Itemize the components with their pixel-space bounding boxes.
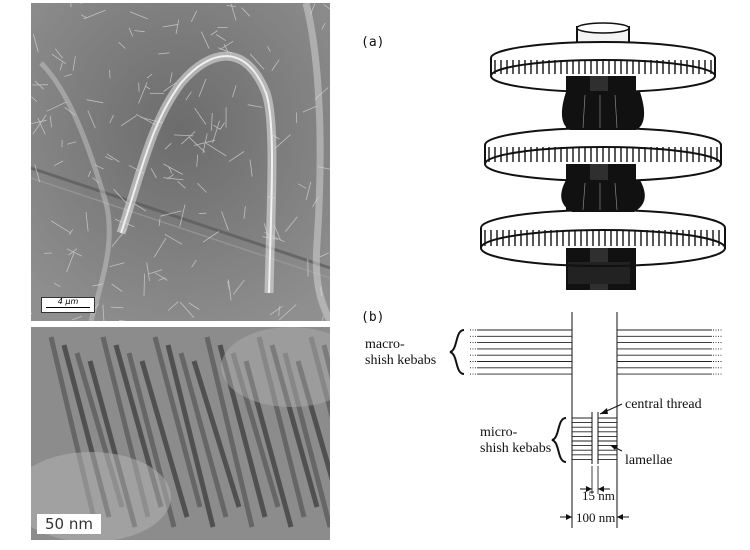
scale-bar-4um: 4 μm bbox=[41, 297, 95, 313]
central-thread-label: central thread bbox=[625, 397, 702, 412]
macro-lamellae-lines bbox=[470, 329, 722, 375]
dimension-100nm: 100 nm bbox=[575, 510, 617, 526]
micrograph-shish-kebab-closeup: 50 nm bbox=[31, 327, 330, 540]
micro-shish-kebab bbox=[572, 412, 617, 464]
scale-bar-4um-label: 4 μm bbox=[57, 297, 79, 306]
kebab-disc-3 bbox=[480, 209, 726, 267]
micro-label-1: micro- bbox=[480, 425, 518, 440]
micrograph-shish-kebab-overview: 4 μm bbox=[31, 3, 330, 321]
macro-label-1: macro- bbox=[365, 337, 405, 352]
kebab-disc-1 bbox=[490, 41, 716, 93]
dimension-15nm: 15 nm bbox=[582, 488, 615, 503]
micrograph-closeup-texture bbox=[31, 327, 330, 540]
kebab-disc-2 bbox=[484, 127, 722, 182]
macro-label-2: shish kebabs bbox=[365, 353, 437, 368]
macro-brace bbox=[449, 329, 465, 375]
micro-label-2: shish kebabs bbox=[480, 441, 552, 456]
scale-bar-50nm: 50 nm bbox=[37, 514, 101, 534]
micrograph-texture bbox=[31, 3, 330, 321]
panel-label-b: (b) bbox=[361, 310, 385, 325]
micro-brace bbox=[551, 417, 567, 463]
lamellae-label: lamellae bbox=[625, 453, 673, 468]
panel-label-a: (a) bbox=[361, 35, 385, 50]
